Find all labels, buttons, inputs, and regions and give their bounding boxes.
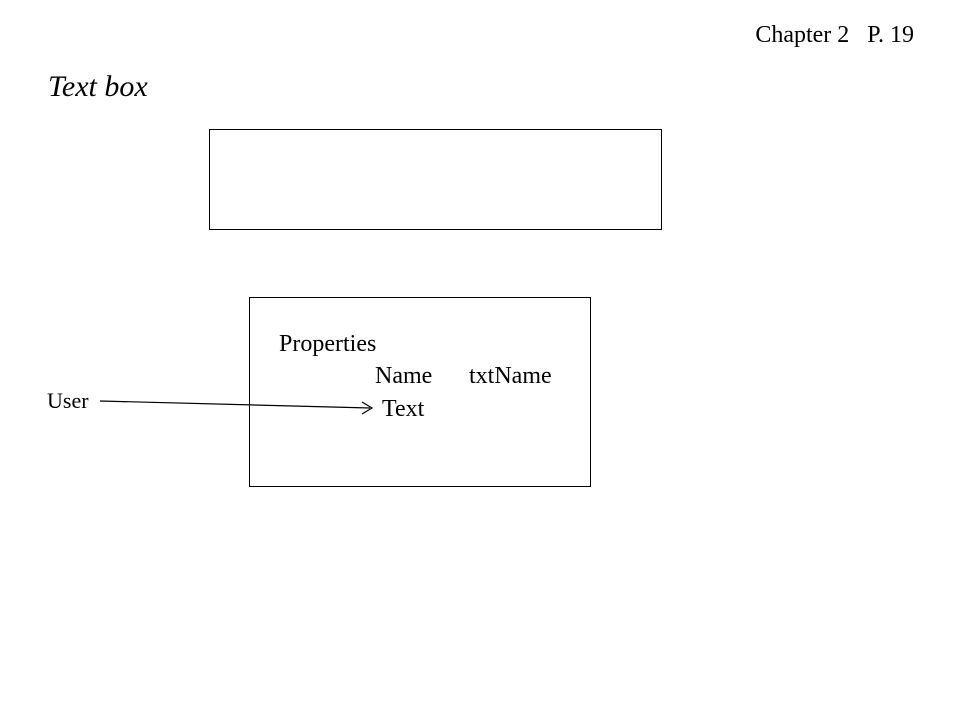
property-name-label: Name — [375, 363, 433, 389]
page-reference: Chapter 2 P. 19 — [755, 22, 914, 48]
textbox-control-illustration — [209, 129, 662, 230]
property-name-value: txtName — [469, 363, 552, 389]
properties-heading: Properties — [279, 331, 377, 357]
user-label: User — [47, 388, 89, 413]
property-text-label: Text — [382, 396, 425, 422]
slide-title: Text box — [48, 70, 148, 103]
properties-box — [249, 297, 591, 487]
